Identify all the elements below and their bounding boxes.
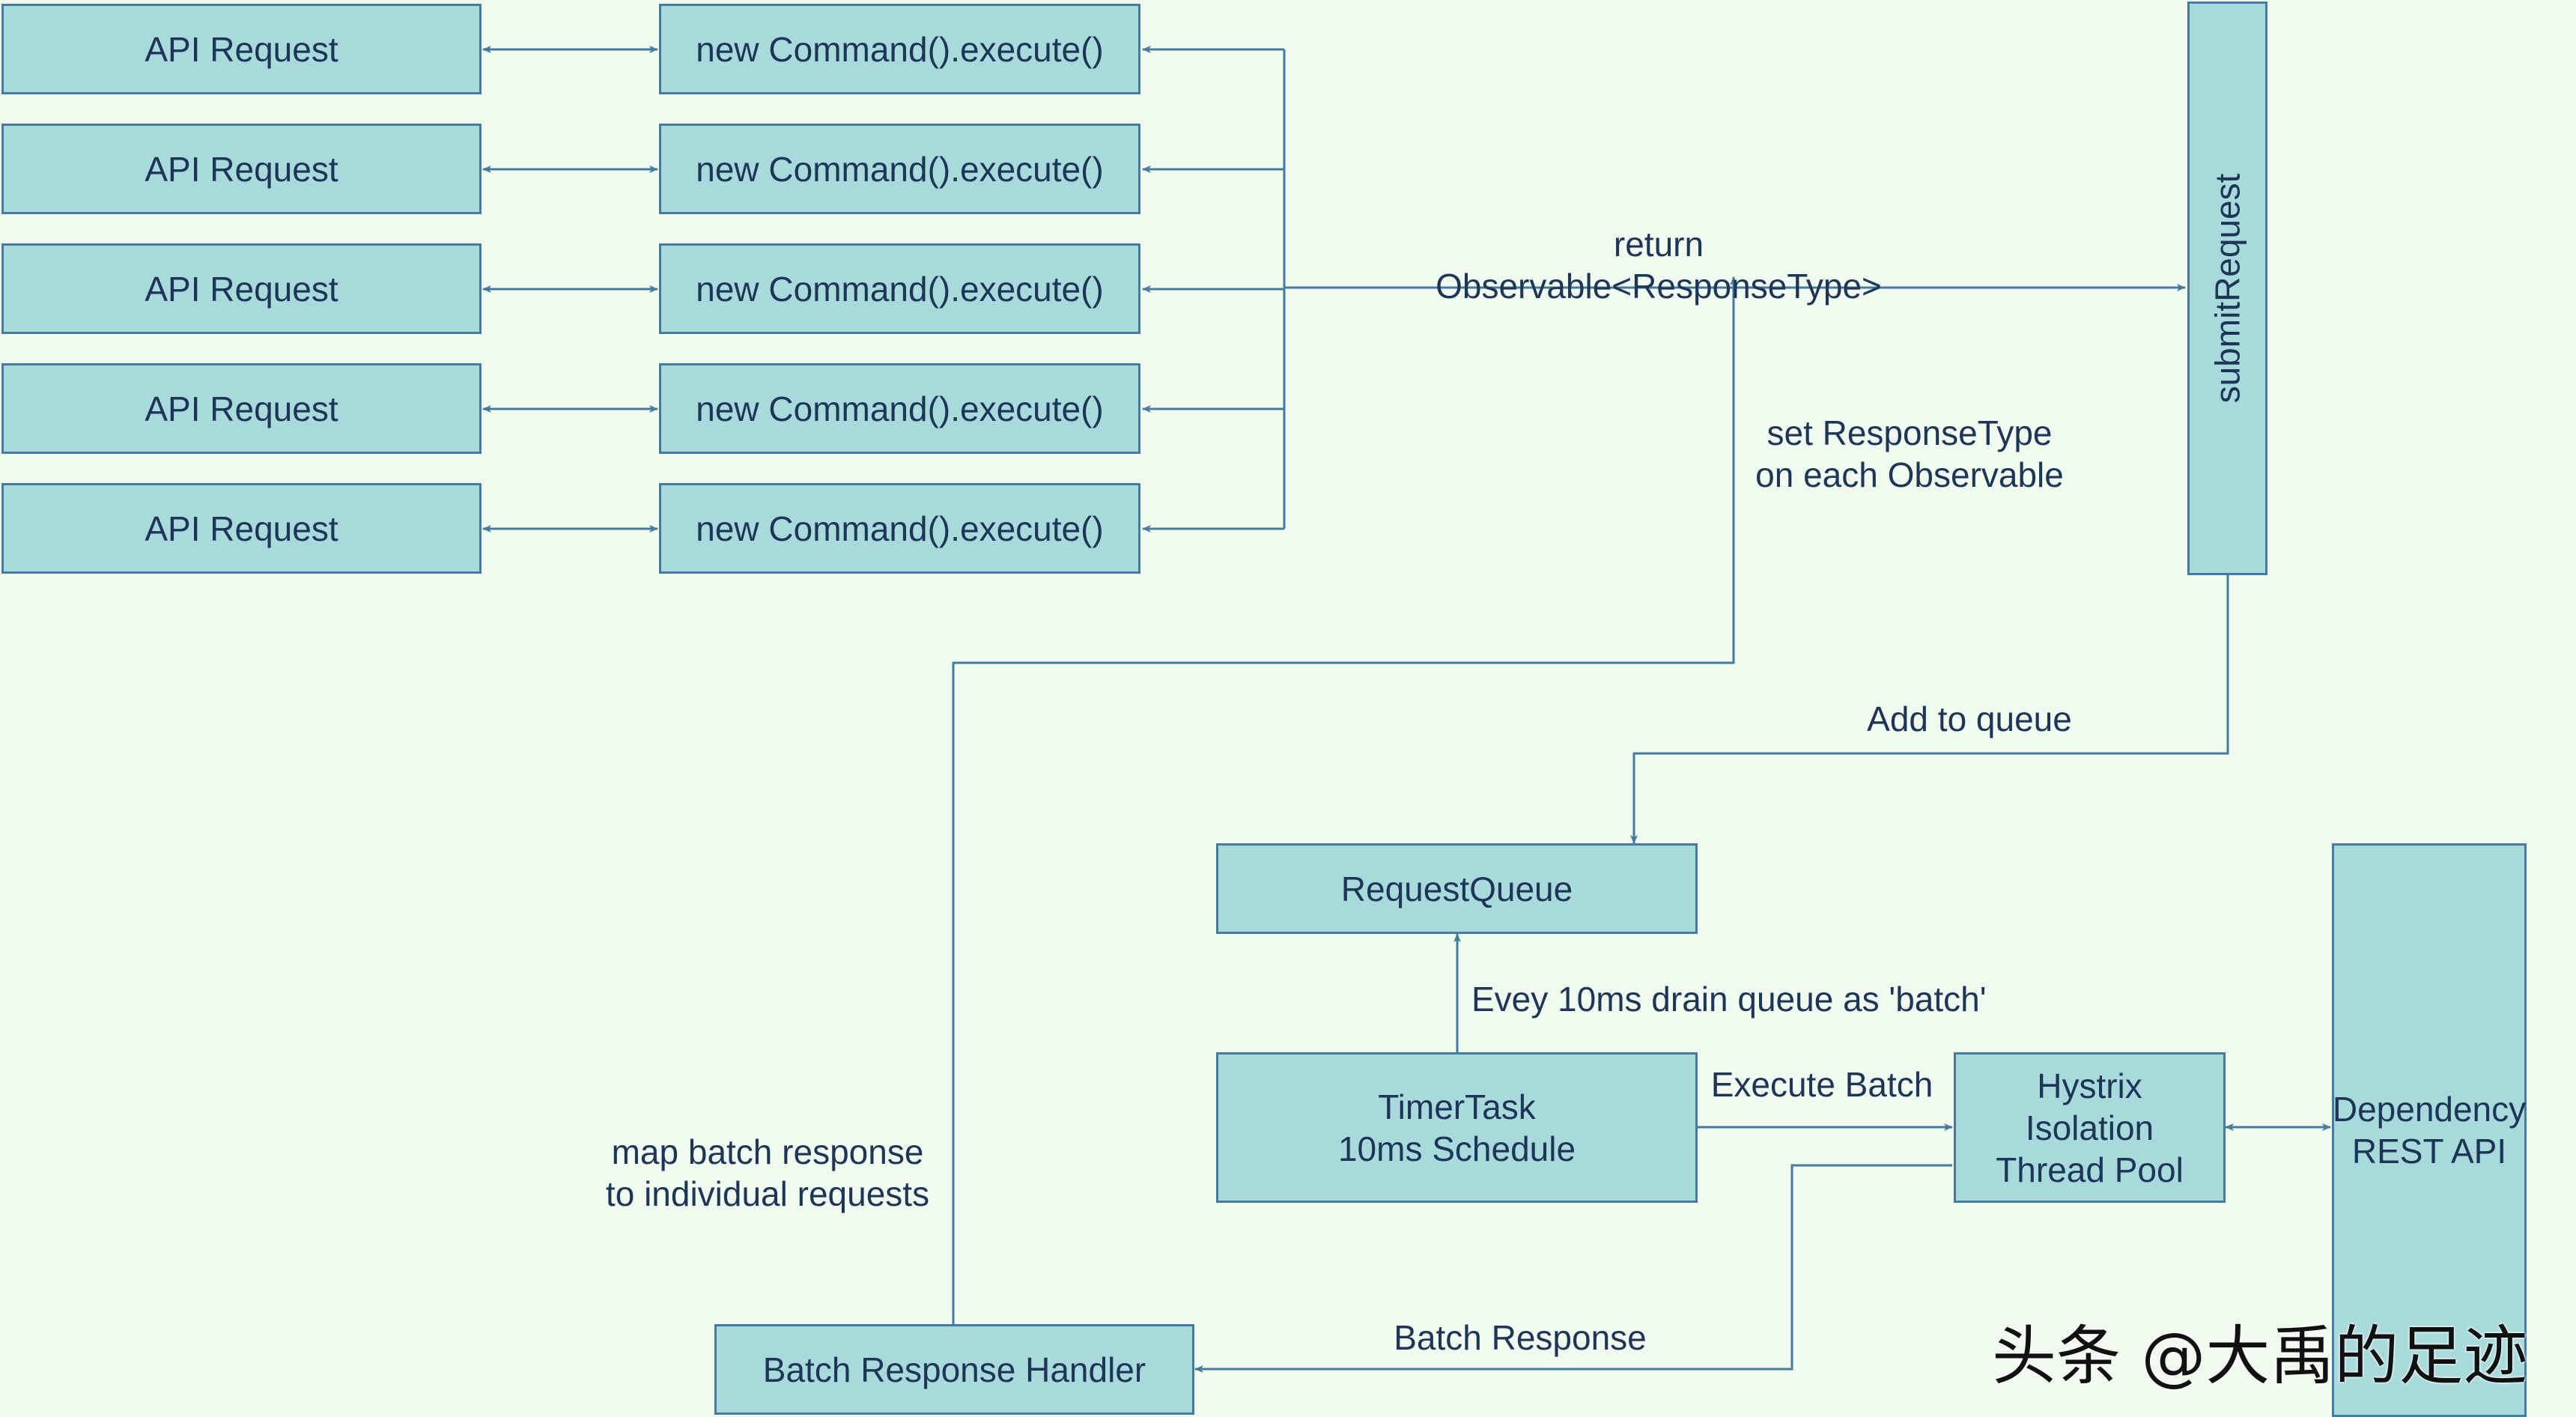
api-request-box-1[interactable]: API Request — [1, 4, 482, 94]
batch-response-edge — [1194, 1164, 1952, 1373]
api-request-box-4[interactable]: API Request — [1, 363, 482, 454]
command-label: new Command().execute() — [696, 29, 1104, 69]
command-box-1[interactable]: new Command().execute() — [659, 4, 1140, 94]
batch-handler-label: Batch Response Handler — [762, 1350, 1146, 1389]
timer-task-label: TimerTask 10ms Schedule — [1337, 1087, 1576, 1168]
request-queue-box[interactable]: RequestQueue — [1216, 843, 1698, 934]
dependency-box[interactable]: Dependency REST API — [2332, 843, 2527, 1417]
add-to-queue-edge — [1630, 574, 2229, 844]
command-label: new Command().execute() — [696, 149, 1104, 189]
drain-queue-label: Evey 10ms drain queue as 'batch' — [1471, 980, 1987, 1019]
set-response-type-edge — [952, 276, 1737, 1324]
command-label: new Command().execute() — [696, 389, 1104, 428]
thread-pool-label: Hystrix Isolation Thread Pool — [1996, 1066, 2184, 1189]
batch-handler-box[interactable]: Batch Response Handler — [714, 1324, 1194, 1415]
request-queue-label: RequestQueue — [1340, 869, 1573, 908]
api-request-box-2[interactable]: API Request — [1, 124, 482, 214]
api-request-label: API Request — [145, 269, 338, 309]
api-request-label: API Request — [145, 29, 338, 69]
execute-batch-label: Execute Batch — [1710, 1065, 1933, 1104]
batch-response-label: Batch Response — [1394, 1318, 1647, 1357]
api-request-label: API Request — [145, 149, 338, 189]
command-box-3[interactable]: new Command().execute() — [659, 243, 1140, 334]
api-request-label: API Request — [145, 389, 338, 428]
api-request-label: API Request — [145, 509, 338, 548]
add-to-queue-label: Add to queue — [1867, 700, 2072, 738]
map-batch-label: map batch response to individual request… — [605, 1132, 930, 1213]
submit-request-label: submitRequest — [2208, 173, 2247, 404]
command-label: new Command().execute() — [696, 509, 1104, 548]
set-response-type-label: set ResponseType on each Observable — [1755, 413, 2064, 494]
api-request-box-5[interactable]: API Request — [1, 483, 482, 574]
command-box-2[interactable]: new Command().execute() — [659, 124, 1140, 214]
return-observable-label: return Observable<ResponseType> — [1436, 225, 1882, 306]
dependency-label: Dependency REST API — [2332, 1090, 2527, 1171]
command-box-5[interactable]: new Command().execute() — [659, 483, 1140, 574]
command-box-4[interactable]: new Command().execute() — [659, 363, 1140, 454]
api-request-box-3[interactable]: API Request — [1, 243, 482, 334]
watermark-text: 头条 @大禹的足迹 — [1992, 1319, 2528, 1394]
command-label: new Command().execute() — [696, 269, 1104, 309]
submit-request-box[interactable]: submitRequest — [2187, 1, 2267, 575]
timer-task-box[interactable]: TimerTask 10ms Schedule — [1216, 1052, 1698, 1203]
thread-pool-box[interactable]: Hystrix Isolation Thread Pool — [1954, 1052, 2226, 1203]
